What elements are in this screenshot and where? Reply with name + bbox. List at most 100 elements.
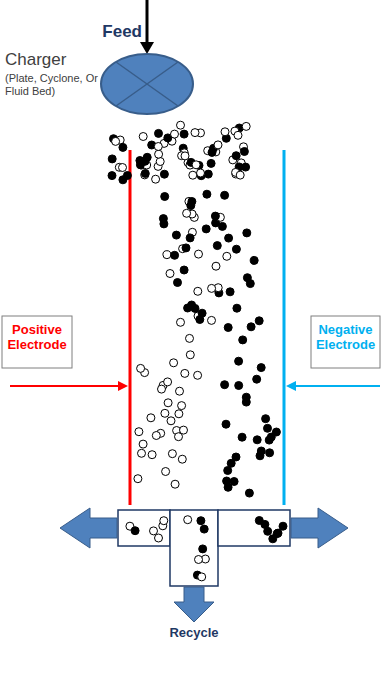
white-particle xyxy=(175,433,183,441)
black-particle xyxy=(211,212,219,220)
output-arrow xyxy=(291,508,348,548)
white-particle xyxy=(177,318,185,326)
white-particle xyxy=(148,451,156,459)
white-particle xyxy=(138,449,146,457)
black-particle xyxy=(255,517,263,525)
black-particle xyxy=(191,304,199,312)
black-particle xyxy=(235,357,243,365)
white-particle xyxy=(178,455,186,463)
positive-arrowhead xyxy=(118,381,128,391)
black-particle xyxy=(247,323,255,331)
black-particle xyxy=(253,375,261,383)
black-particle xyxy=(123,172,131,180)
black-particle xyxy=(213,242,221,250)
black-particle xyxy=(242,393,250,401)
collector-bin xyxy=(218,510,290,546)
black-particle xyxy=(160,170,168,178)
particles xyxy=(108,121,287,581)
black-particle xyxy=(202,225,210,233)
white-particle xyxy=(221,128,229,136)
black-particle xyxy=(221,381,229,389)
output-arrow xyxy=(174,587,214,622)
feed-arrow xyxy=(146,0,149,44)
black-particle xyxy=(182,244,190,252)
black-particle xyxy=(224,324,232,332)
black-particle xyxy=(225,234,233,242)
white-particle xyxy=(186,334,194,342)
white-particle xyxy=(168,450,176,458)
black-particle xyxy=(242,163,250,171)
black-particle xyxy=(262,415,270,423)
black-particle xyxy=(240,148,248,156)
black-particle xyxy=(203,190,211,198)
white-particle xyxy=(119,164,127,172)
label-box xyxy=(2,316,72,368)
white-particle xyxy=(181,369,189,377)
black-particle xyxy=(108,172,116,180)
black-particle xyxy=(180,130,188,138)
white-particle xyxy=(177,121,185,129)
collector-bin xyxy=(118,510,170,546)
black-particle xyxy=(235,382,243,390)
black-particle xyxy=(264,527,272,535)
white-particle xyxy=(162,468,170,476)
black-particle xyxy=(265,436,273,444)
black-particle xyxy=(257,447,265,455)
white-particle xyxy=(208,316,216,324)
white-particle xyxy=(161,409,169,417)
negative-electrode-plate xyxy=(283,150,286,505)
text-label: Positive Electrode xyxy=(4,323,70,353)
white-particle xyxy=(184,516,192,524)
white-particle xyxy=(137,364,145,372)
output-arrow xyxy=(60,508,117,548)
white-particle xyxy=(155,150,163,158)
black-particle xyxy=(172,231,180,239)
charger-cross xyxy=(116,62,178,106)
white-particle xyxy=(234,131,242,139)
white-particle xyxy=(170,359,178,367)
white-particle xyxy=(135,428,143,436)
black-particle xyxy=(238,433,246,441)
white-particle xyxy=(195,556,203,564)
black-particle xyxy=(204,170,212,178)
white-particle xyxy=(164,378,172,386)
black-particle xyxy=(279,522,287,530)
black-particle xyxy=(243,274,251,282)
black-particle xyxy=(250,256,258,264)
white-particle xyxy=(139,133,147,141)
white-particle xyxy=(150,527,158,535)
negative-feed-arrow xyxy=(294,385,380,387)
black-particle xyxy=(264,424,272,432)
black-particle xyxy=(199,545,207,553)
black-particle xyxy=(119,143,127,151)
white-particle xyxy=(171,130,179,138)
white-particle xyxy=(164,399,172,407)
feed-arrowhead xyxy=(140,42,154,54)
white-particle xyxy=(176,387,184,395)
black-particle xyxy=(230,478,238,486)
black-particle xyxy=(197,517,205,525)
white-particle xyxy=(166,270,174,278)
black-particle xyxy=(196,316,204,324)
white-particle xyxy=(167,417,175,425)
black-particle xyxy=(269,535,277,543)
white-particle xyxy=(156,158,164,166)
black-particle xyxy=(243,229,251,237)
black-particle xyxy=(221,191,229,199)
black-particle xyxy=(233,304,241,312)
charger-cross xyxy=(116,62,178,106)
collector-bin xyxy=(170,510,218,586)
white-particle xyxy=(155,534,163,542)
text-label: (Plate, Cyclone, Or Fluid Bed) xyxy=(5,72,103,97)
white-particle xyxy=(208,284,216,292)
white-particle xyxy=(191,129,199,137)
text-label: Negative Electrode xyxy=(313,323,378,353)
black-particle xyxy=(141,170,149,178)
black-particle xyxy=(272,428,280,436)
white-particle xyxy=(189,171,197,179)
white-particle xyxy=(171,480,179,488)
black-particle xyxy=(223,477,231,485)
white-particle xyxy=(195,250,203,258)
white-particle xyxy=(192,161,200,169)
black-particle xyxy=(155,129,163,137)
